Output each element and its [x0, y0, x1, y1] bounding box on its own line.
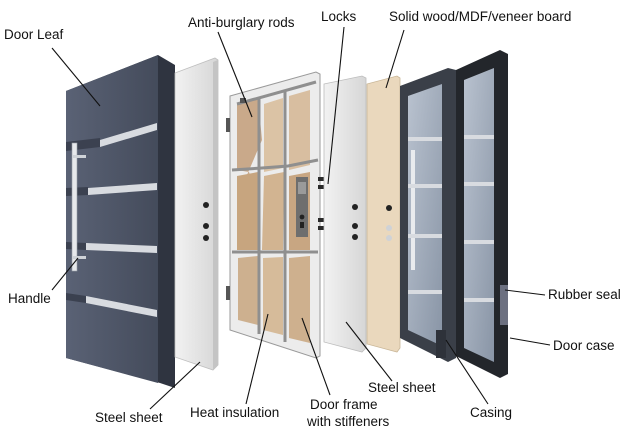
label-casing: Casing	[470, 405, 513, 420]
label-door-frame: Door frame	[310, 397, 378, 412]
label-steel-sheet-front: Steel sheet	[95, 410, 163, 425]
heat-insulation	[237, 90, 310, 343]
frame-rails	[231, 80, 319, 342]
label-locks: Locks	[321, 9, 357, 24]
veneer-board	[366, 75, 401, 353]
casing	[400, 68, 456, 362]
label-door-leaf: Door Leaf	[4, 27, 64, 42]
handle-bar	[71, 142, 86, 272]
door-leaf-panel	[66, 55, 175, 388]
door-case	[456, 50, 508, 378]
label-anti-burglary-rods: Anti-burglary rods	[188, 15, 295, 30]
door-leaf-strips	[66, 123, 157, 317]
label-door-frame-stiffeners: with stiffeners	[307, 414, 390, 429]
label-rubber-seal: Rubber seal	[548, 287, 621, 302]
steel-sheet-back	[323, 75, 367, 353]
label-board: Solid wood/MDF/veneer board	[389, 9, 572, 24]
lock-box	[296, 177, 308, 237]
steel-sheet-front	[174, 57, 219, 371]
label-door-case: Door case	[553, 338, 615, 353]
label-steel-sheet-back: Steel sheet	[368, 380, 436, 395]
leader-lines	[51, 26, 551, 410]
door-frame	[226, 71, 330, 359]
label-handle: Handle	[8, 291, 51, 306]
label-heat-insulation: Heat insulation	[190, 405, 280, 420]
